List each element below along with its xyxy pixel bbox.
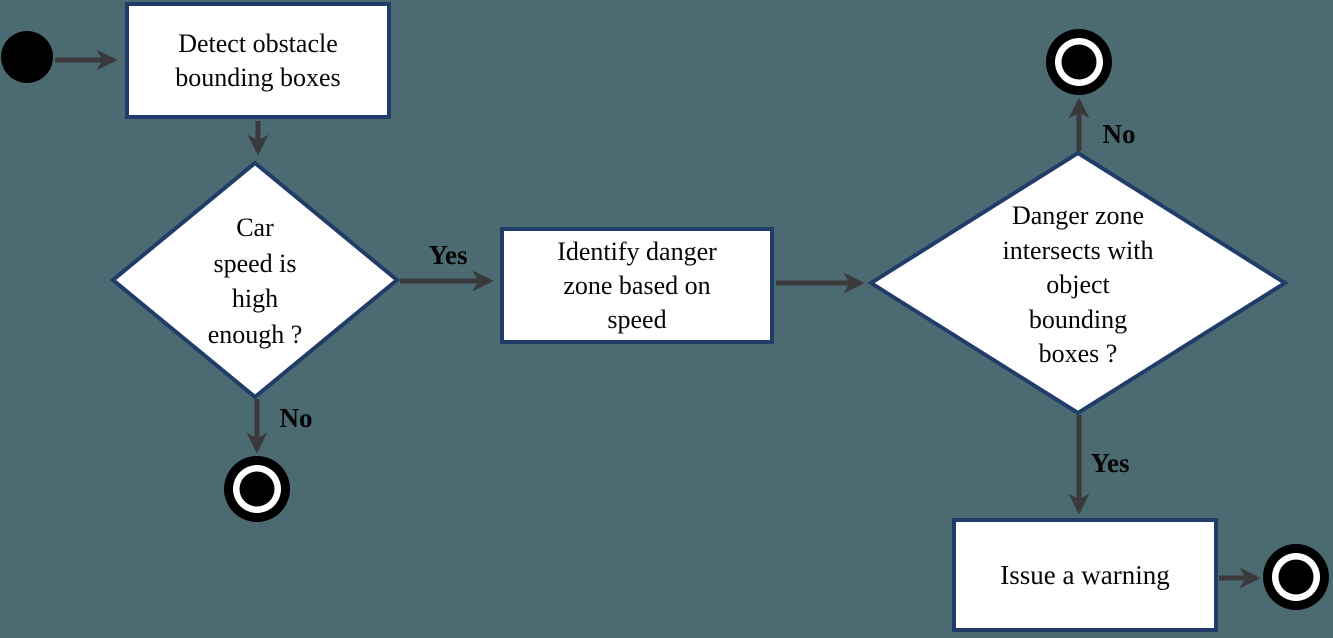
end-node-core xyxy=(1278,559,1314,595)
end-node-intersect-no xyxy=(1046,29,1112,95)
action-box-identify-danger-zone: Identify danger zone based on speed xyxy=(500,227,774,344)
end-node-after-warning xyxy=(1263,544,1329,610)
end-node-core xyxy=(239,471,275,507)
edge-label-intersect-yes: Yes xyxy=(1090,448,1130,478)
decision-diamond-speed xyxy=(109,160,401,400)
decision-text-speed: Car speed is high enough ? xyxy=(207,213,303,349)
decision-text-intersect: Danger zone intersects with object bound… xyxy=(1002,201,1154,368)
edge-label-speed-yes: Yes xyxy=(428,240,468,270)
decision-diamond-intersect xyxy=(867,150,1289,416)
end-node-core xyxy=(1061,44,1097,80)
edge-label-intersect-no: No xyxy=(1102,119,1136,149)
action-box-issue-warning: Issue a warning xyxy=(952,518,1218,632)
action-box-detect-obstacles: Detect obstacle bounding boxes xyxy=(125,2,391,119)
start-node xyxy=(1,31,53,83)
edge-label-speed-no: No xyxy=(279,403,313,433)
end-node-speed-no xyxy=(224,456,290,522)
